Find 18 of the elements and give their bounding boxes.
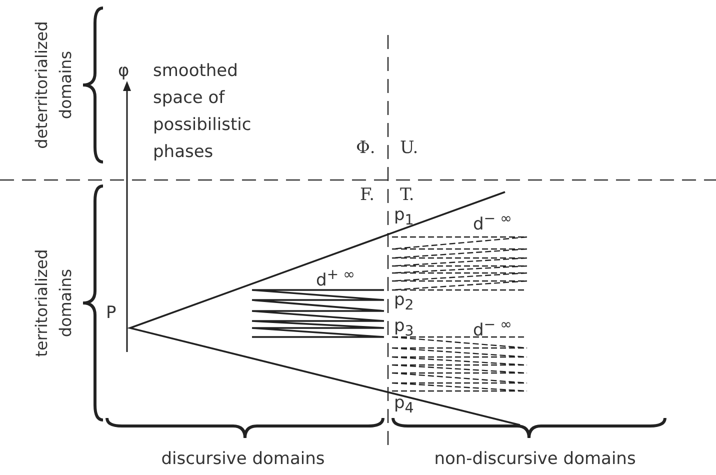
axis-label: φ [118, 60, 130, 83]
region-label: deterritorialized domains [31, 20, 76, 151]
point-label: p$_{3}$ [394, 315, 414, 342]
point-label: p$_{2}$ [394, 289, 414, 316]
point-label: p$_{1}$ [394, 204, 414, 230]
region-label: territorialized domains [31, 248, 76, 359]
point-label: p$_{4}$ [394, 392, 414, 418]
formula-label: d$^{+ ∞}$ [316, 266, 355, 293]
region-label: T. [400, 184, 414, 207]
region-label: non-discursive domains [433, 448, 637, 471]
formula-label: d$^{− ∞}$ [473, 210, 512, 237]
region-label: U. [400, 137, 418, 160]
region-label: Φ. [356, 137, 376, 160]
caption-text: smoothed space of possibilistic phases [153, 60, 252, 164]
region-label: discursive domains [160, 448, 326, 471]
region-label: F. [360, 184, 375, 207]
formula-label: d$^{− ∞}$ [473, 316, 512, 343]
point-label: P [106, 302, 116, 325]
